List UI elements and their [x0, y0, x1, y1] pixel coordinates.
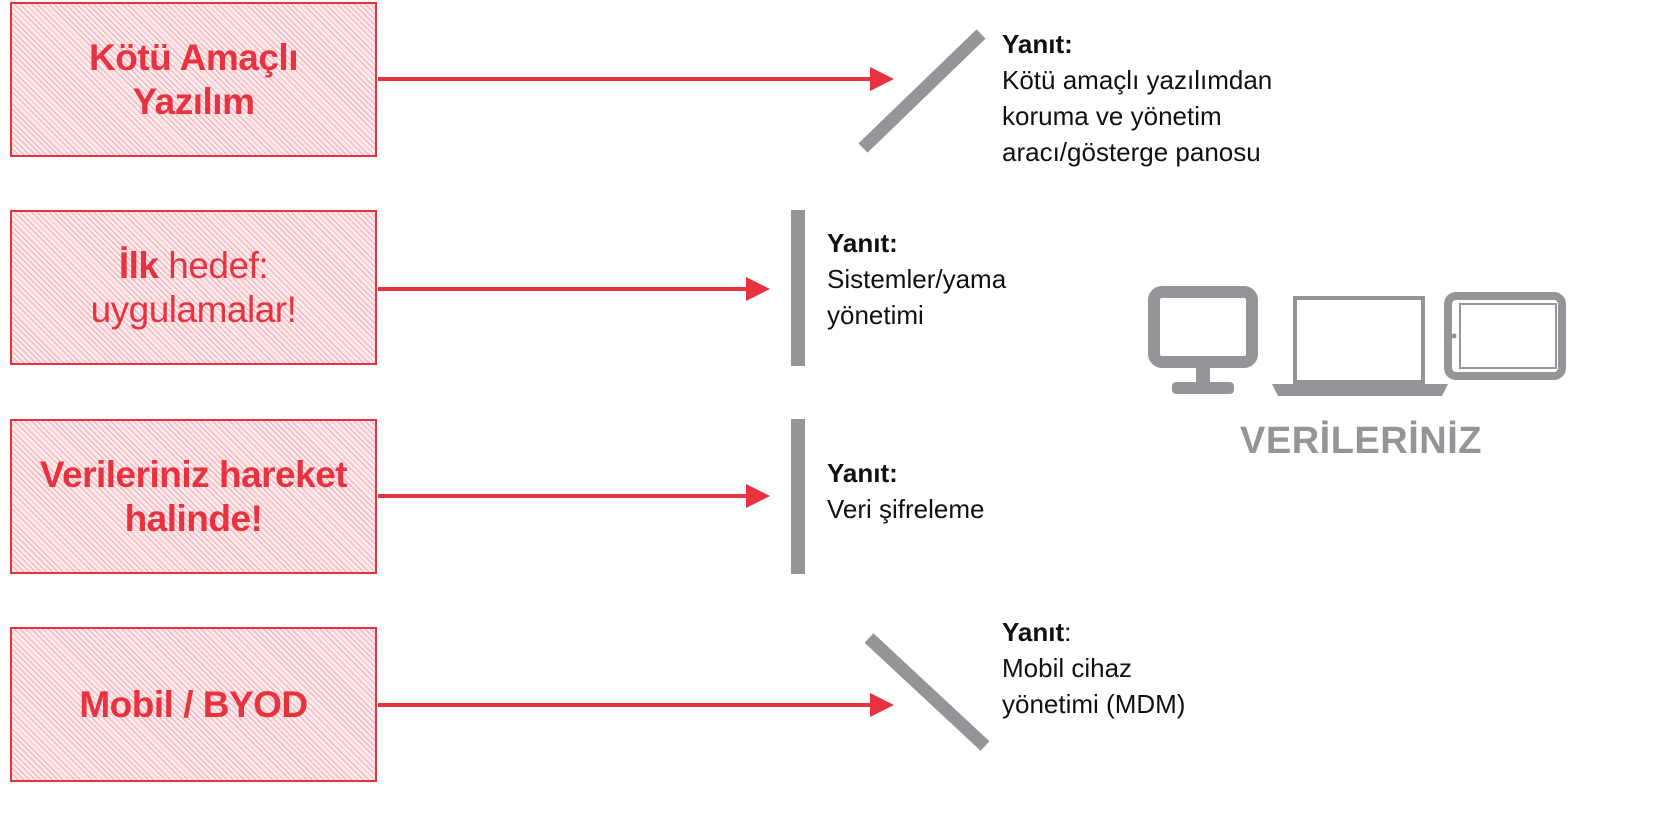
response-4: Yanıt: Mobil cihaz yönetimi (MDM) [1002, 614, 1185, 722]
data-label: VERİLERİNİZ [1240, 420, 1482, 462]
barrier-4 [864, 633, 990, 751]
response-1: Yanıt: Kötü amaçlı yazılımdan koruma ve … [1002, 26, 1272, 170]
desktop-monitor-icon [1148, 286, 1258, 394]
threat-label: Kötü Amaçlı Yazılım [89, 36, 298, 122]
response-text: Sistemler/yama yönetimi [827, 264, 1007, 330]
response-text: Kötü amaçlı yazılımdan koruma ve yönetim… [1002, 65, 1273, 167]
response-2: Yanıt: Sistemler/yama yönetimi [827, 225, 1006, 333]
tablet-icon [1444, 292, 1566, 380]
threat-box-data-in-motion: Verileriniz hareket halinde! [10, 419, 377, 574]
response-title: Yanıt: [827, 458, 898, 488]
threat-label: Mobil / BYOD [79, 683, 308, 725]
response-text: Veri şifreleme [827, 494, 985, 524]
threat-box-apps: İlk hedef: uygulamalar! [10, 210, 377, 365]
barrier-1 [858, 29, 986, 153]
response-title: Yanıt: [1002, 29, 1073, 59]
response-3: Yanıt: Veri şifreleme [827, 455, 985, 527]
response-text: Mobil cihaz yönetimi (MDM) [1002, 653, 1186, 719]
threat-box-malware: Kötü Amaçlı Yazılım [10, 2, 377, 157]
response-title: Yanıt: [1002, 617, 1072, 647]
laptop-icon [1272, 296, 1448, 396]
threat-label: Verileriniz hareket halinde! [39, 453, 348, 539]
threat-box-mobile: Mobil / BYOD [10, 627, 377, 782]
threat-label: İlk hedef: uygulamalar! [90, 244, 297, 330]
response-title: Yanıt: [827, 228, 898, 258]
devices-group [1148, 286, 1568, 401]
